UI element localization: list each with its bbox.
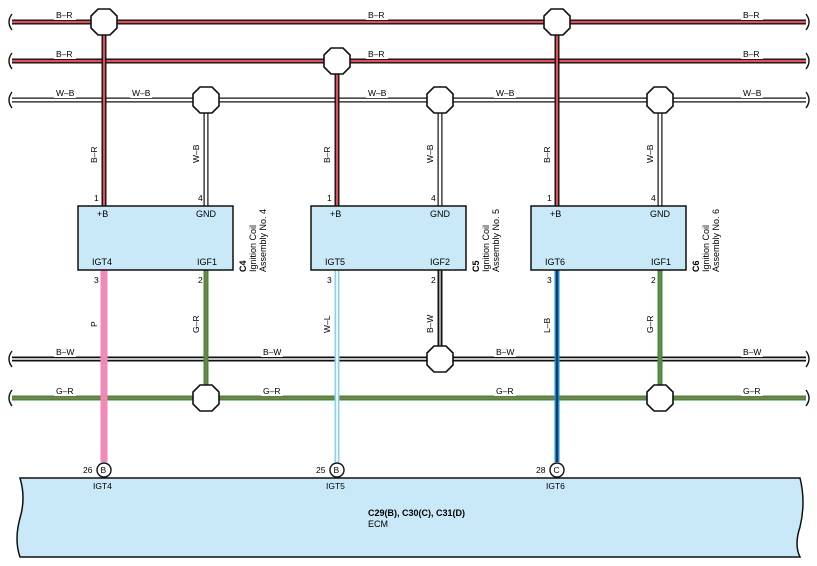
pin-label: IGF1 — [197, 257, 217, 267]
ecm-pin-igt5: B 25 IGT5 — [316, 462, 345, 491]
bus-label: G–R — [56, 386, 73, 396]
bus-label: W–B — [496, 88, 515, 98]
wire-label: W–L — [322, 315, 332, 333]
splice-node — [646, 384, 674, 412]
wire-label: L–B — [542, 318, 552, 333]
bus-label: G–R — [496, 386, 513, 396]
ecm-pin-igt6: C 28 IGT6 — [536, 462, 565, 491]
pin-number: 2 — [198, 275, 203, 285]
wire-label: B–R — [322, 146, 332, 163]
component-name: Assembly No. 6 — [711, 209, 721, 272]
wire-label: G–R — [645, 316, 655, 333]
bus-label: B–W — [56, 347, 74, 357]
component-name: Assembly No. 4 — [258, 209, 268, 272]
pin-number: 4 — [198, 193, 203, 203]
wire-label: G–R — [191, 316, 201, 333]
pin-number: 26 — [83, 465, 93, 475]
wire-label: B–R — [89, 146, 99, 163]
wire-label: P — [89, 321, 99, 327]
splice-node — [426, 86, 454, 114]
bus-br-1 — [8, 13, 810, 31]
pin-number: 28 — [536, 465, 546, 475]
connector-letter: C — [554, 465, 560, 475]
splice-node — [646, 86, 674, 114]
splice-node — [192, 384, 220, 412]
ignition-coil-c4: +B GND IGT4 IGF1 1 4 3 2 C4 Ignition Coi… — [77, 193, 268, 285]
pin-number: 2 — [651, 275, 656, 285]
wire-label: W–B — [191, 144, 201, 163]
ignition-coil-c5: +B GND IGT5 IGF2 1 4 3 2 C5 Ignition Coi… — [310, 193, 501, 285]
wire-label: W–B — [425, 144, 435, 163]
pin-label: IGT4 — [92, 257, 112, 267]
pin-number: 4 — [431, 193, 436, 203]
connector-letter: B — [334, 465, 340, 475]
wire-label: B–R — [542, 146, 552, 163]
pin-label: IGT6 — [545, 257, 565, 267]
ecm-block: C29(B), C30(C), C31(D) ECM — [16, 477, 804, 558]
ignition-coil-c6: +B GND IGT6 IGF1 1 4 3 2 C6 Ignition Coi… — [530, 193, 721, 285]
component-code: C4 — [238, 260, 248, 272]
pin-label: IGF1 — [651, 257, 671, 267]
splice-node — [426, 345, 454, 373]
pin-number: 3 — [547, 275, 552, 285]
splice-node — [323, 47, 351, 75]
component-name: Ignition Coil — [701, 225, 711, 272]
pin-label: IGT6 — [546, 481, 565, 491]
bus-label: B–R — [743, 49, 760, 59]
pin-number: 3 — [327, 275, 332, 285]
bus-label: B–W — [743, 347, 761, 357]
pin-number: 2 — [431, 275, 436, 285]
pin-label: IGT5 — [325, 257, 345, 267]
pin-number: 4 — [651, 193, 656, 203]
bus-label: W–B — [56, 88, 75, 98]
pin-label: +B — [550, 209, 561, 219]
bus-br-2 — [8, 52, 810, 70]
pin-number: 1 — [327, 193, 332, 203]
component-name: Assembly No. 5 — [491, 209, 501, 272]
bus-label: B–W — [263, 347, 281, 357]
ecm-connectors: C29(B), C30(C), C31(D) — [368, 508, 465, 518]
bus-bw — [8, 350, 810, 368]
pin-number: 1 — [547, 193, 552, 203]
pin-label: +B — [330, 209, 341, 219]
bus-label: W–B — [132, 88, 151, 98]
bus-label: G–R — [263, 386, 280, 396]
bus-label: W–B — [743, 88, 762, 98]
component-name: Ignition Coil — [248, 225, 258, 272]
bus-label: B–R — [368, 10, 385, 20]
component-name: Ignition Coil — [481, 225, 491, 272]
pin-label: GND — [650, 209, 671, 219]
bus-label: G–R — [743, 386, 760, 396]
splice-node — [192, 86, 220, 114]
component-code: C6 — [691, 260, 701, 272]
ecm-pin-igt4: B 26 IGT4 — [83, 462, 112, 491]
pin-number: 3 — [94, 275, 99, 285]
wire-label: W–B — [645, 144, 655, 163]
bus-label: B–R — [56, 49, 73, 59]
connector-letter: B — [101, 465, 107, 475]
pin-number: 1 — [94, 193, 99, 203]
bus-label: B–W — [496, 347, 514, 357]
ecm-name: ECM — [368, 519, 388, 529]
bus-wb — [8, 91, 810, 109]
pin-label: +B — [97, 209, 108, 219]
splice-node — [543, 8, 571, 36]
pin-label: IGT4 — [93, 481, 112, 491]
pin-label: GND — [430, 209, 451, 219]
pin-number: 25 — [316, 465, 326, 475]
splice-node — [90, 8, 118, 36]
wire-label: B–W — [425, 315, 435, 333]
bus-gr — [8, 389, 810, 407]
component-code: C5 — [471, 260, 481, 272]
bus-label: B–R — [368, 49, 385, 59]
bus-label: B–R — [56, 10, 73, 20]
bus-label: B–R — [743, 10, 760, 20]
bus-label: W–B — [368, 88, 387, 98]
pin-label: IGF2 — [430, 257, 450, 267]
pin-label: GND — [196, 209, 217, 219]
pin-label: IGT5 — [326, 481, 345, 491]
